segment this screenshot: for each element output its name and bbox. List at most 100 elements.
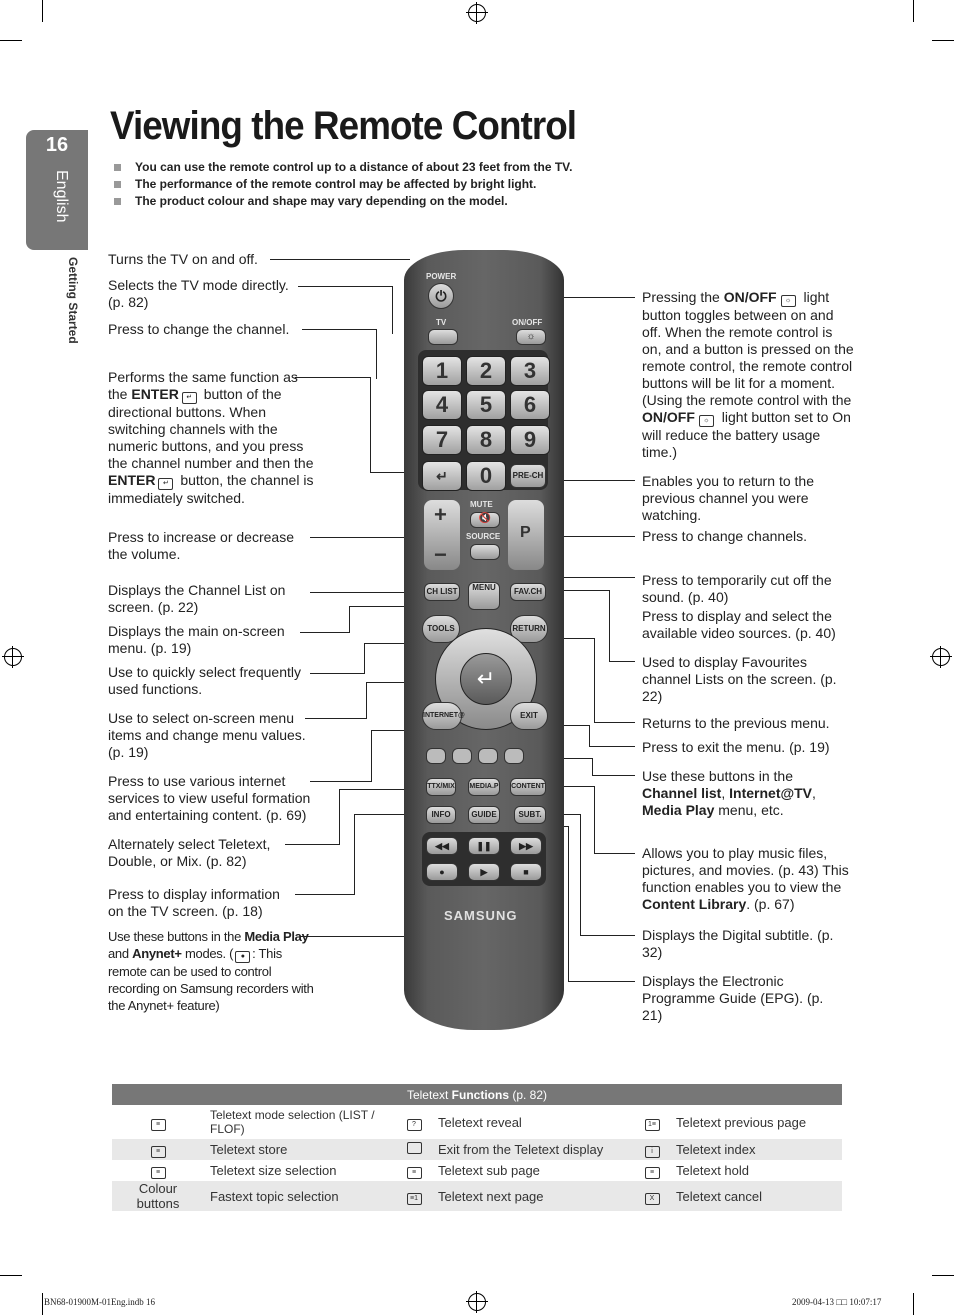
rewind-icon[interactable]: ◀◀ [426, 837, 458, 855]
table-cell: Teletext previous page [676, 1114, 807, 1130]
crop-mark [932, 40, 954, 41]
light-icon: ☼ [780, 295, 796, 307]
enter-digits-button[interactable]: ↵ [422, 461, 462, 491]
registration-mark-icon [930, 646, 952, 668]
leader-line [540, 297, 635, 298]
light-icon: ☼ [698, 415, 714, 427]
bullet-icon [114, 198, 121, 206]
crop-mark [913, 1293, 914, 1315]
table-cell: Teletext reveal [438, 1114, 522, 1130]
media-p-button[interactable]: MEDIA.P [468, 778, 500, 796]
crop-mark [0, 1275, 22, 1276]
volume-rocker[interactable] [424, 500, 460, 570]
enter-button[interactable]: ↵ [460, 653, 512, 705]
teletext-reveal-icon: ? [406, 1118, 422, 1131]
table-cell: Teletext cancel [670, 1181, 842, 1211]
remote-control: POWER ⏻ TV ON/OFF ☼ 1 2 3 4 5 6 7 8 9 ↵ … [404, 250, 564, 1030]
note-text: The performance of the remote control ma… [135, 177, 537, 191]
digit-button[interactable]: 9 [510, 425, 550, 455]
leader-line [354, 814, 355, 894]
digit-button[interactable]: 2 [466, 356, 506, 386]
volume-up-icon: + [434, 502, 447, 527]
leader-line [540, 590, 610, 591]
leader-line [592, 775, 635, 776]
power-button[interactable]: ⏻ [428, 283, 454, 309]
mute-button[interactable]: 🔇 [470, 512, 500, 528]
leader-line [300, 936, 413, 937]
record-icon[interactable]: ● [426, 863, 458, 881]
section-label: Getting Started [66, 257, 80, 344]
digit-button[interactable]: 7 [422, 425, 462, 455]
source-button[interactable] [470, 544, 500, 560]
power-label: POWER [426, 272, 457, 281]
callout-subt: Displays the Digital subtitle. (p. 32) [642, 927, 834, 960]
crop-mark [42, 1293, 43, 1315]
tv-button[interactable] [428, 329, 458, 345]
channel-rocker[interactable] [508, 500, 544, 570]
menu-button[interactable]: MENU [468, 582, 500, 610]
leader-line [339, 789, 340, 844]
table-cell: Fastext topic selection [204, 1181, 396, 1211]
leader-line [310, 537, 425, 538]
pause-icon[interactable]: ❚❚ [468, 837, 500, 855]
red-button[interactable] [426, 748, 446, 764]
table-cell: Teletext size selection [210, 1163, 337, 1178]
leader-line [568, 981, 635, 982]
channel-label: P [520, 524, 531, 541]
callout-tv-mode: Selects the TV mode directly. (p. 82) [108, 277, 289, 310]
exit-button[interactable]: EXIT [510, 702, 548, 730]
blue-button[interactable] [504, 748, 524, 764]
source-label: SOURCE [466, 532, 501, 541]
table-cell: i [634, 1139, 670, 1160]
digit-button[interactable]: 6 [510, 390, 550, 420]
digit-button[interactable]: 1 [422, 356, 462, 386]
table-cell: 1≡ [634, 1105, 670, 1139]
table-cell: ≡ [634, 1160, 670, 1181]
leader-line [371, 730, 431, 731]
leader-line [589, 725, 590, 746]
table-cell: Teletext hold [676, 1163, 749, 1178]
green-button[interactable] [452, 748, 472, 764]
crop-mark [932, 1275, 954, 1276]
digit-button[interactable]: 3 [510, 356, 550, 386]
page-tab [26, 130, 88, 250]
fast-forward-icon[interactable]: ▶▶ [510, 837, 542, 855]
prech-button[interactable]: PRE-CH [510, 464, 546, 488]
digit-button[interactable]: 4 [422, 390, 462, 420]
callout-ch: Press to change channels. [642, 528, 807, 544]
onoff-light-button[interactable]: ☼ [516, 329, 546, 345]
table-cell: ≡ [396, 1160, 432, 1181]
volume-down-icon: − [434, 542, 447, 567]
leader-line [376, 329, 377, 379]
teletext-store-icon: ≡ [150, 1146, 166, 1158]
callout-menu: Displays the main on-screen menu. (p. 19… [108, 623, 285, 656]
internet-button[interactable]: INTERNET@ [422, 702, 465, 730]
digit-button[interactable]: 5 [466, 390, 506, 420]
teletext-sub-page-icon: ≡ [406, 1167, 422, 1179]
leader-line [285, 844, 340, 845]
yellow-button[interactable] [478, 748, 498, 764]
ttx-mix-button[interactable]: TTX/MIX [426, 778, 456, 796]
leader-line [310, 673, 365, 674]
note-text: You can use the remote control up to a d… [135, 160, 573, 174]
callout-enter: Performs the same function as the ENTER↵… [108, 369, 314, 506]
callout-ttx: Alternately select Teletext, Double, or … [108, 836, 271, 869]
enter-icon: ↵ [158, 478, 174, 490]
callout-return: Returns to the previous menu. [642, 715, 830, 731]
play-icon[interactable]: ▶ [468, 863, 500, 881]
teletext-mode-icon: ≡ [150, 1118, 166, 1131]
enter-icon: ↵ [181, 392, 197, 404]
brand-logo: SAMSUNG [444, 908, 518, 923]
digit-button[interactable]: 8 [466, 425, 506, 455]
stop-icon[interactable]: ■ [510, 863, 542, 881]
table-cell: Teletext mode selection (LIST / FLOF) [210, 1108, 375, 1136]
subt-button[interactable]: SUBT. [514, 806, 546, 824]
digit-button[interactable]: 0 [466, 461, 506, 491]
leader-line [305, 718, 367, 719]
info-button[interactable]: INFO [426, 806, 456, 824]
guide-button[interactable]: GUIDE [468, 806, 500, 824]
fav-ch-button[interactable]: FAV.CH [510, 583, 546, 601]
content-button[interactable]: CONTENT [510, 778, 546, 796]
tools-button[interactable]: TOOLS [422, 615, 460, 643]
ch-list-button[interactable]: CH LIST [424, 583, 460, 601]
